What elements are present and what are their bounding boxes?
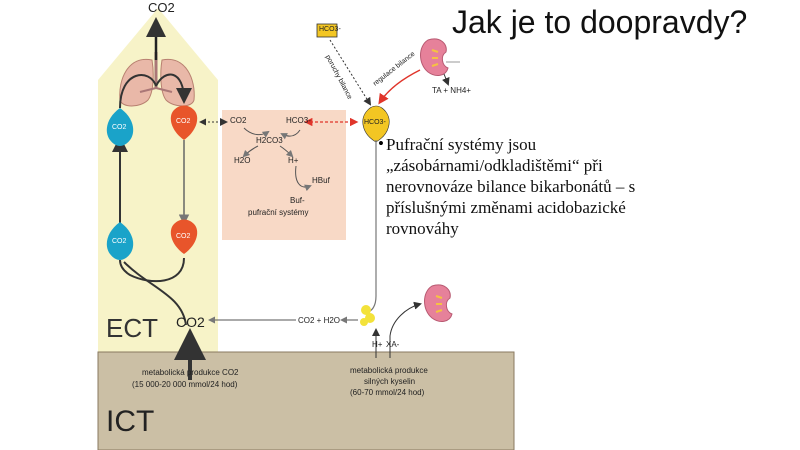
buffer-label: pufrační systémy [248,208,309,217]
red-node-top [170,105,198,140]
xa-minus-label: XA- [386,340,400,349]
red-node-bottom [170,219,198,254]
buffer-arc-hbuf [295,165,312,192]
buffer-h: H+ [288,156,299,165]
hco3-box [316,23,338,38]
buffer-co2: CO2 [230,116,247,125]
kidney-icon-top [420,38,460,76]
xa-arrow [389,301,422,358]
kidney-top-arrow [442,73,450,86]
buffer-arc-lower-left [242,145,259,158]
red-node-bottom-label: CO2 [176,233,191,240]
hco3-node [362,105,390,143]
hco3-node-label: HCO3- [364,119,386,126]
metabolic-acids-line1: metabolická produkce [350,366,428,375]
co2-top-label: CO2 [148,0,175,15]
blue-node-top-label: CO2 [112,124,127,131]
red-node-top-label: CO2 [176,118,191,125]
buffer-h2o: H2O [234,156,251,165]
ect-region [98,8,218,352]
ict-label: ICT [106,405,155,438]
regulace-arrow [378,69,421,105]
poruchy-dash [329,39,372,106]
blue-node-bottom-label: CO2 [112,238,127,245]
buffer-arc-lower-right [279,145,294,158]
buffer-buf: Buf- [290,196,305,205]
buffer-arc-right [280,129,301,140]
hco3-down-line [365,140,377,313]
bullet-text: Pufrační systémy jsou „zásobárnami/odkla… [386,135,636,238]
metabolic-co2-line2: (15 000-20 000 mmol/24 hod) [132,380,238,389]
co2-mid-label: CO2 [176,314,205,330]
h-plus-label: H+ [372,340,383,349]
co2-h2o-label: CO2 + H2O [298,316,341,325]
cycle-bottom-arc [119,257,185,283]
cycle-top-arc [119,73,184,108]
blue-node-top [106,108,134,146]
metabolic-co2-line1: metabolická produkce CO2 [142,368,239,377]
slide-title: Jak je to doopravdy? [452,4,748,40]
kidney-products-label: TA + NH4+ [432,86,471,95]
mid-to-bottom-arc [123,261,187,326]
kidney-icon-bottom [424,284,453,322]
ect-label: ECT [106,313,158,343]
bullet-marker: • [378,134,384,153]
buffer-hbuf: HBuf [312,176,330,185]
metabolic-acids-line3: (60-70 mmol/24 hod) [350,388,425,397]
hco3-box-label: HCO3- [319,26,341,33]
buffer-h2co3: H2CO3 [256,136,283,145]
buffer-box [222,110,346,240]
buffer-hco3: HCO3- [286,116,311,125]
buffer-molecule-icon [360,305,375,326]
metabolic-acids-line2: silných kyselin [364,377,416,386]
blue-node-bottom [106,222,134,260]
buffer-arc-left [243,127,270,138]
ict-region [97,351,515,450]
